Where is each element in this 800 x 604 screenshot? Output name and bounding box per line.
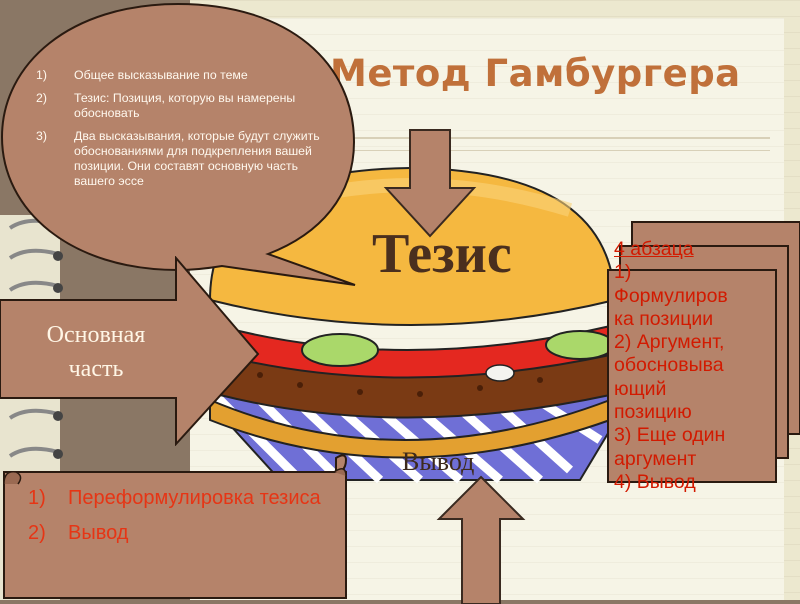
conclusion-scroll	[3, 454, 348, 599]
spiral-ring-icon	[8, 280, 63, 293]
page-divider	[190, 137, 770, 139]
spiral-ring-icon	[8, 446, 63, 459]
conclusion-list: 1)Переформулировка тезиса 2)Вывод	[18, 486, 338, 556]
paragraphs-card-stack	[607, 221, 800, 483]
up-arrow-icon	[436, 475, 526, 604]
list-item: 1)Переформулировка тезиса	[28, 487, 321, 509]
paragraphs-card-text: 4 абзаца 1) Формулиров ка позиции 2) Арг…	[614, 238, 728, 493]
spiral-ring-icon	[8, 408, 63, 421]
conclusion-label: Вывод	[402, 447, 475, 476]
list-item: 1)Общее высказывание по теме	[36, 68, 248, 82]
right-arrow-callout	[0, 256, 260, 446]
thesis-label: Тезис	[372, 223, 512, 285]
bubble-list: 1)Общее высказывание по теме 2)Тезис: По…	[36, 68, 321, 197]
spiral-ring-icon	[8, 248, 63, 261]
page-divider	[190, 150, 770, 151]
down-arrow-icon	[383, 129, 477, 238]
main-part-label: Основная часть	[46, 322, 146, 382]
list-item: 2)Вывод	[28, 522, 129, 544]
list-item: 2)Тезис: Позиция, которую вы намерены об…	[36, 91, 296, 120]
page-title: Метод Гамбургера	[330, 52, 741, 95]
list-item: 3)Два высказывания, которые будут служит…	[36, 129, 320, 188]
speech-bubble	[0, 2, 356, 286]
